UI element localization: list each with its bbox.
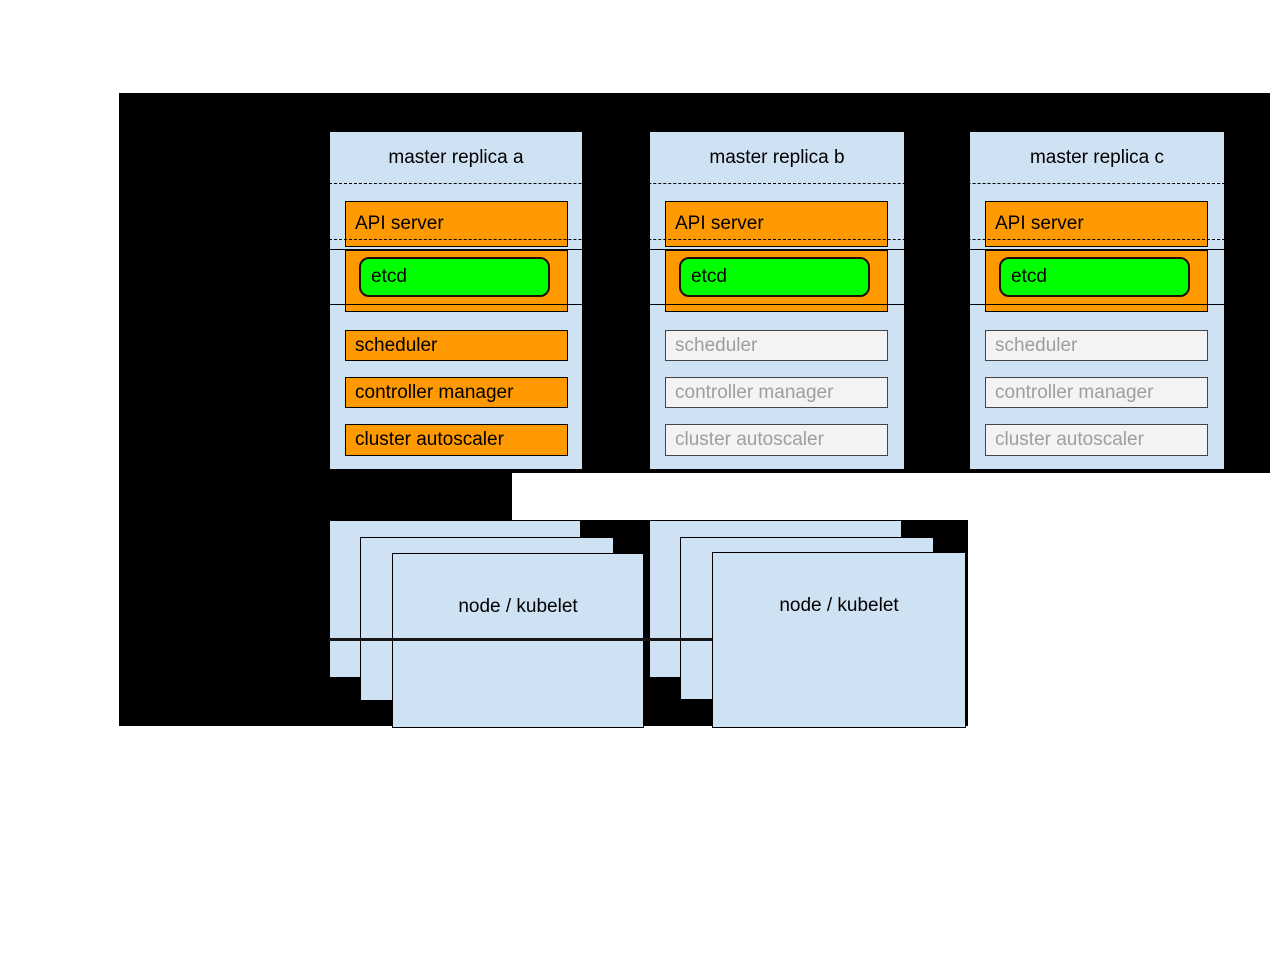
controller-manager-box-inactive: controller manager [665, 377, 888, 408]
node-kubelet-label: node / kubelet [779, 595, 899, 616]
master-replica-b-title: master replica b [709, 147, 845, 168]
master-replica-c-title: master replica c [1029, 147, 1165, 168]
etcd-container-box: etcd [985, 250, 1208, 312]
master-replica-b-box: master replica b API server etcd schedul… [649, 131, 905, 470]
cluster-autoscaler-box: cluster autoscaler [345, 424, 568, 456]
cluster-autoscaler-box-inactive: cluster autoscaler [665, 424, 888, 456]
api-server-dashed-line [329, 239, 1225, 240]
cluster-autoscaler-box-inactive: cluster autoscaler [985, 424, 1208, 456]
api-server-box: API server [665, 201, 888, 247]
scheduler-box-inactive: scheduler [985, 330, 1208, 361]
node-rule-line [329, 638, 714, 641]
controller-manager-box: controller manager [345, 377, 568, 408]
title-divider-dashed-line [329, 183, 1225, 184]
master-replica-c-box: master replica c API server etcd schedul… [969, 131, 1225, 470]
canvas-left-strip [119, 473, 512, 520]
controller-manager-box-inactive: controller manager [985, 377, 1208, 408]
etcd-box: etcd [359, 257, 550, 297]
master-replica-a-box: master replica a API server etcd schedul… [329, 131, 583, 470]
etcd-bottom-rule-line [329, 304, 1225, 305]
etcd-container-box: etcd [345, 250, 568, 312]
etcd-top-rule-line [329, 249, 1225, 250]
scheduler-box: scheduler [345, 330, 568, 361]
etcd-box: etcd [999, 257, 1190, 297]
api-server-box: API server [985, 201, 1208, 247]
master-replica-a-title: master replica a [388, 147, 524, 168]
etcd-container-box: etcd [665, 250, 888, 312]
api-server-box: API server [345, 201, 568, 247]
scheduler-box-inactive: scheduler [665, 330, 888, 361]
node-kubelet-box: node / kubelet [712, 552, 966, 728]
node-kubelet-label: node / kubelet [458, 596, 578, 617]
node-kubelet-box: node / kubelet [392, 553, 644, 728]
etcd-box: etcd [679, 257, 870, 297]
